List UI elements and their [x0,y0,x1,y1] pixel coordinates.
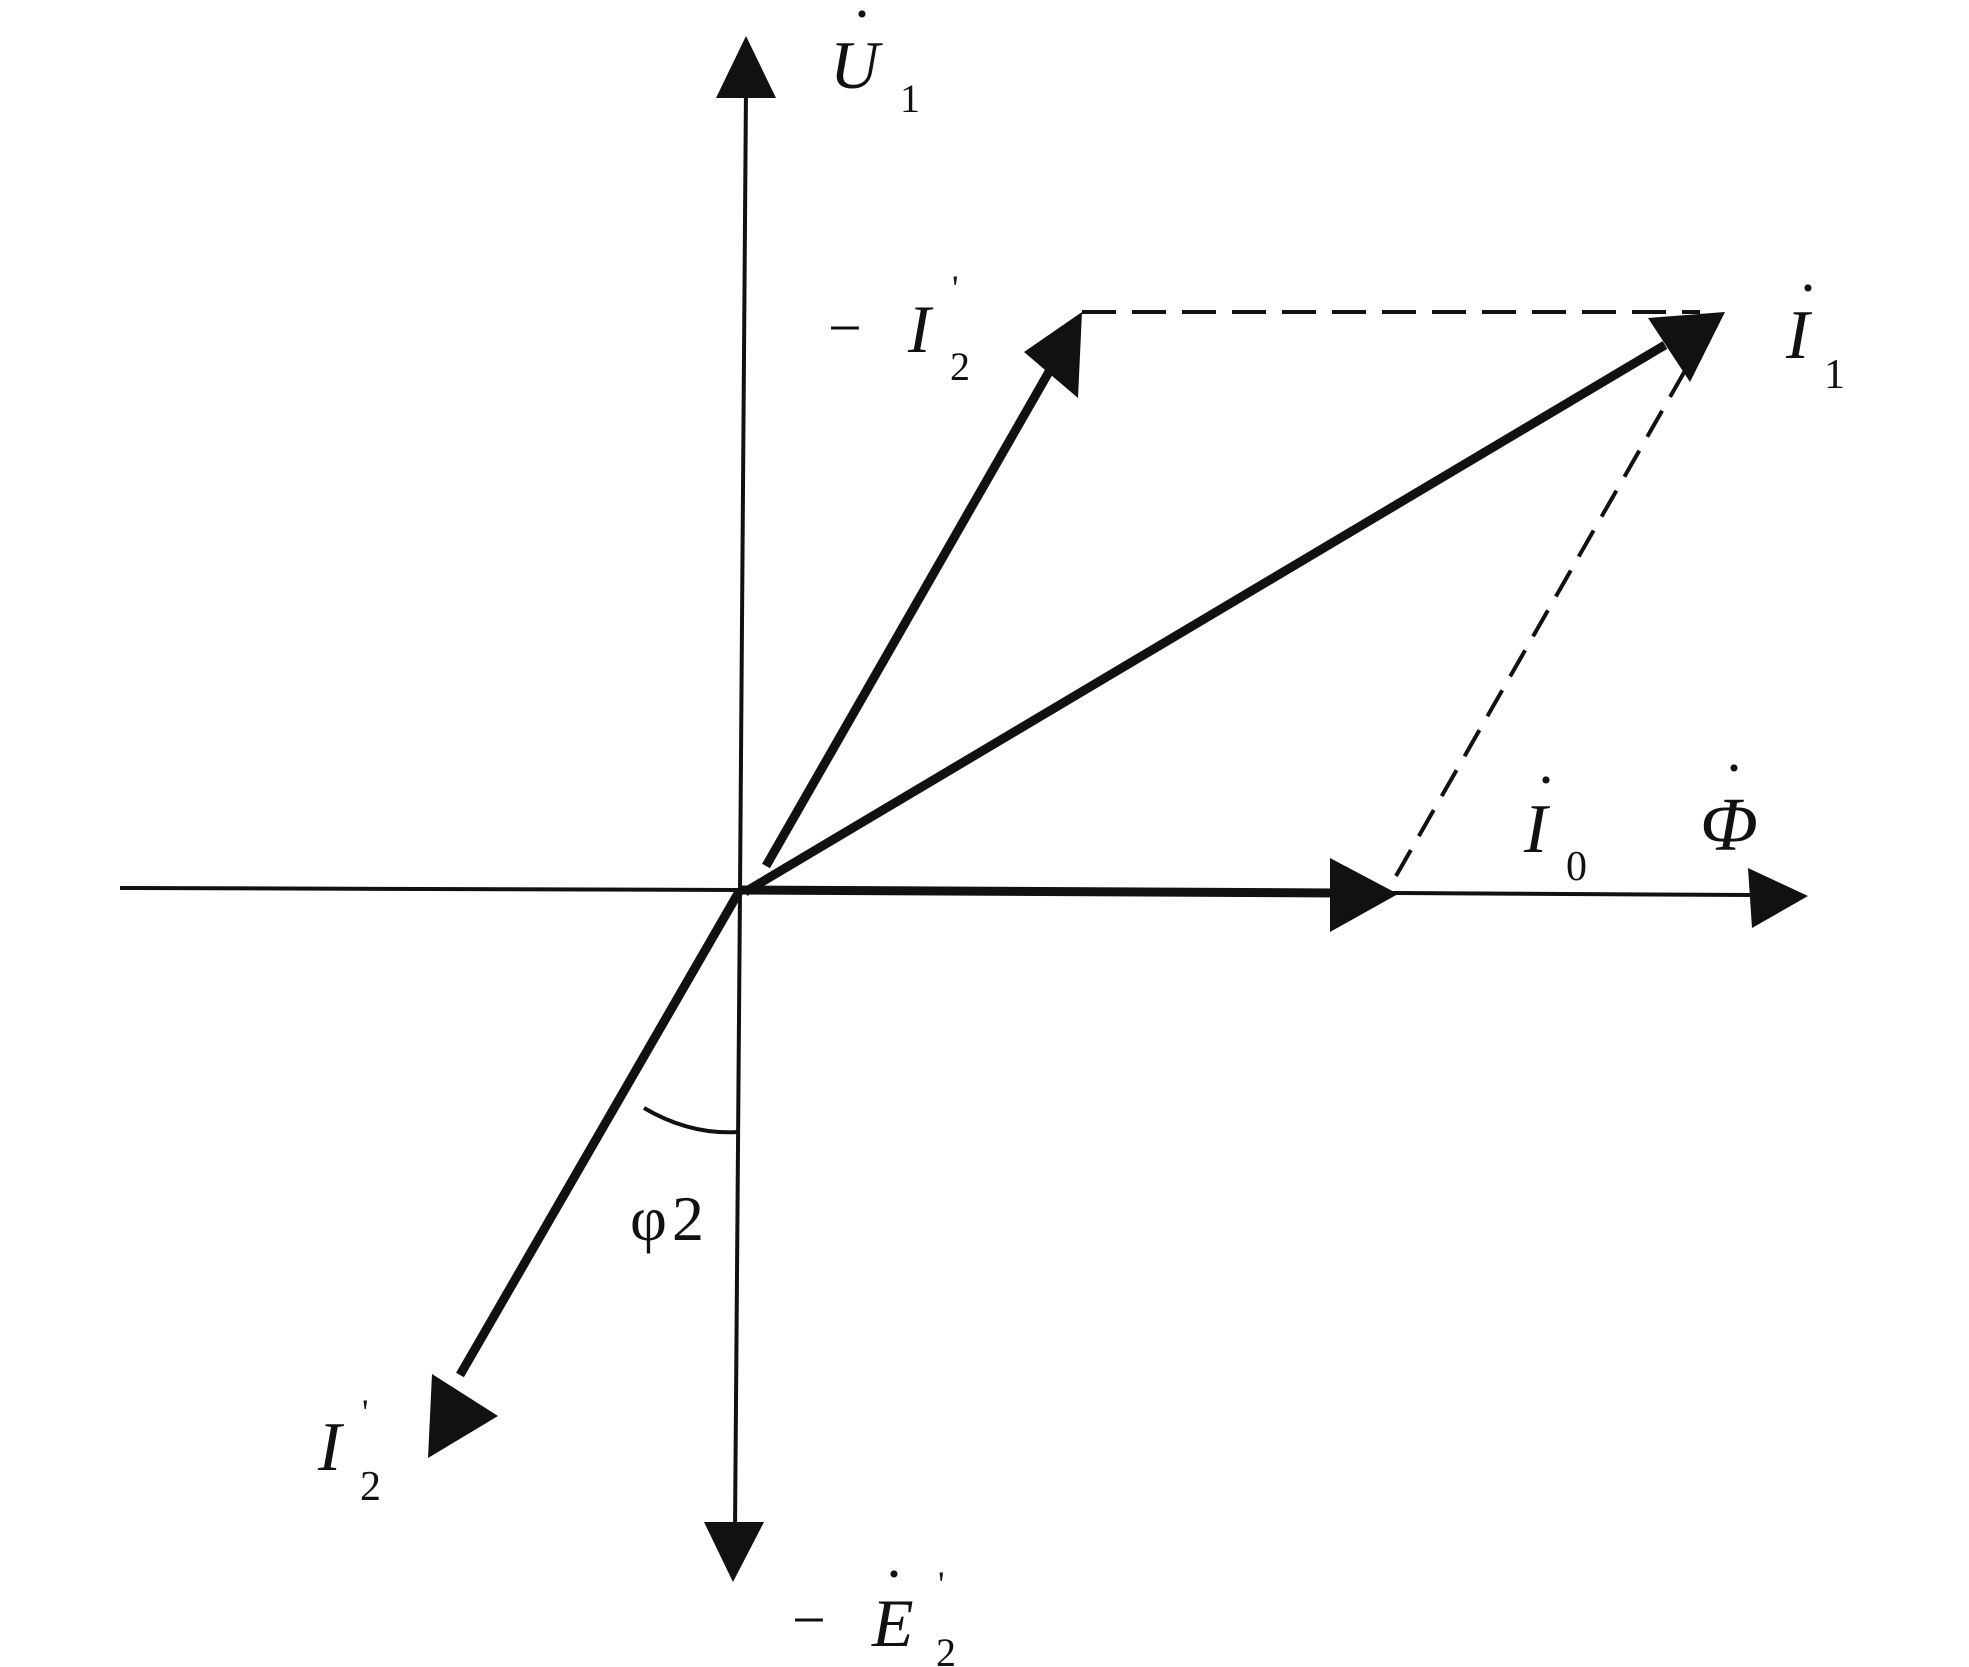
i2-prime-arrowhead [428,1374,498,1458]
svg-text:·: · [884,1541,904,1607]
phi-axis [1389,891,1753,897]
i2-prime-phasor [456,887,744,1378]
i1-phasor [742,341,1668,896]
u1-label: U · 1 [830,0,920,121]
svg-text:−: − [792,1587,826,1653]
u1-arrowhead [716,36,776,98]
svg-text:': ' [938,1564,945,1604]
horizontal-axis-left [119,886,741,892]
svg-text:': ' [362,1392,369,1432]
svg-text:2: 2 [950,344,970,389]
minus-i2-phasor [762,367,1054,869]
svg-text:·: · [1724,735,1744,801]
svg-text:1: 1 [1824,352,1845,398]
minus-i2-arrowhead [1024,312,1082,398]
minus-e2-prime-label: − E · ' 2 [792,1541,956,1667]
svg-text:U: U [830,27,883,103]
svg-text:': ' [952,268,959,308]
phi-arrowhead [1748,868,1808,928]
i2-prime-label: I ' 2 [317,1392,381,1510]
svg-text:Φ: Φ [1700,783,1758,867]
svg-text:I: I [1785,297,1813,374]
svg-text:·: · [852,0,872,47]
phi-label: Φ · [1700,735,1758,867]
dashed-diagonal [1394,361,1692,877]
i1-label: I · 1 [1785,255,1845,398]
i0-label: I · 0 [1523,747,1587,890]
minus-e2-axis [733,889,742,1531]
svg-text:φ: φ [630,1183,667,1254]
svg-text:2: 2 [672,1183,704,1254]
svg-text:2: 2 [936,1630,956,1667]
svg-text:I: I [907,291,934,367]
i0-arrowhead [1330,858,1398,932]
svg-text:1: 1 [900,76,920,121]
svg-text:I: I [1523,791,1551,868]
svg-text:E: E [871,1585,914,1661]
svg-text:·: · [1536,747,1556,813]
svg-text:I: I [317,1409,345,1486]
i1-arrowhead [1648,312,1725,382]
svg-text:−: − [828,295,862,361]
phi2-label: φ 2 [630,1183,704,1254]
minus-e2-arrowhead [704,1522,764,1582]
svg-text:2: 2 [360,1464,381,1510]
svg-text:·: · [1798,255,1818,321]
u1-axis [738,87,748,891]
svg-text:0: 0 [1566,844,1587,890]
phi2-arc [642,1106,739,1135]
i0-phasor [739,885,1336,898]
minus-i2-prime-label: − I ' 2 [828,268,970,389]
